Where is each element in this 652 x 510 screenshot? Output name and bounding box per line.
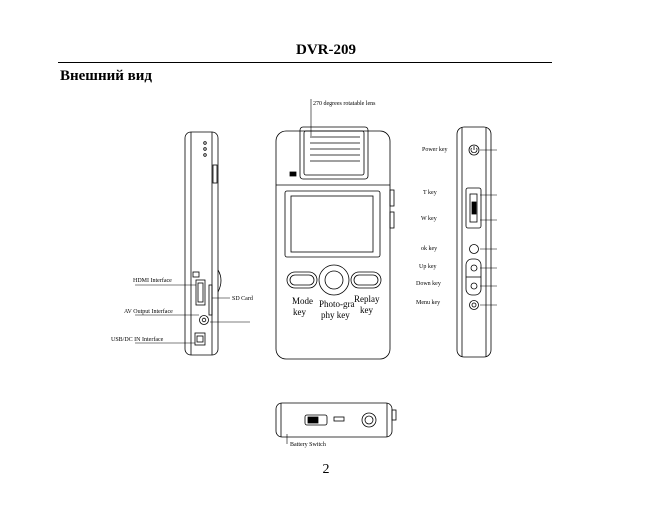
hdmi-label: HDMI Interface: [133, 277, 172, 284]
battery-switch-label: Battery Switch: [290, 442, 326, 448]
replay-key-label-line2: key: [360, 305, 373, 315]
mode-key-label-line2: key: [293, 307, 306, 317]
usb-dc-port: [194, 332, 206, 346]
page-title: DVR-209: [296, 42, 356, 58]
ok-key-label: ok key: [421, 246, 437, 252]
photography-key-label-line2: phy key: [321, 310, 350, 320]
lens-label: 270 degrees rotatable lens: [313, 101, 376, 107]
ok-key-icon[interactable]: [469, 244, 479, 254]
menu-key-icon[interactable]: [469, 300, 479, 310]
power-key-label: Power key: [422, 147, 448, 153]
menu-key-label: Menu key: [416, 300, 440, 306]
sd-card-label: SD Card: [232, 296, 253, 302]
replay-button[interactable]: [350, 271, 382, 289]
right-side-view: [456, 126, 492, 358]
hdmi-port: [195, 279, 206, 306]
mode-button[interactable]: [286, 271, 318, 289]
section-heading: Внешний вид: [60, 68, 152, 84]
bottom-view: [275, 402, 397, 438]
front-view: [275, 126, 395, 360]
up-key-label: Up key: [419, 264, 437, 270]
page-number: 2: [322, 462, 330, 477]
av-output-label: AV Output Interface: [124, 308, 173, 315]
av-output-port: [199, 315, 209, 325]
usb-dc-label: USB/DC IN Interface: [111, 336, 164, 343]
photography-key-label-line1: Photo-gra: [319, 299, 355, 309]
battery-switch[interactable]: [304, 414, 328, 426]
leader-lines: [135, 99, 497, 444]
left-side-view: [184, 131, 222, 356]
replay-key-label-line1: Replay: [354, 294, 380, 304]
zoom-rocker[interactable]: [465, 187, 482, 229]
t-key-label: T key: [423, 190, 437, 196]
photography-button[interactable]: [318, 264, 350, 296]
rotatable-lens: [299, 126, 369, 180]
sd-slot: [208, 284, 213, 316]
lcd-screen: [284, 190, 381, 258]
power-key-icon[interactable]: [468, 144, 480, 156]
w-key-label: W key: [421, 216, 437, 222]
header-rule: [58, 62, 552, 63]
mode-key-label-line1: Mode: [292, 296, 313, 306]
down-key-label: Down key: [416, 281, 441, 287]
